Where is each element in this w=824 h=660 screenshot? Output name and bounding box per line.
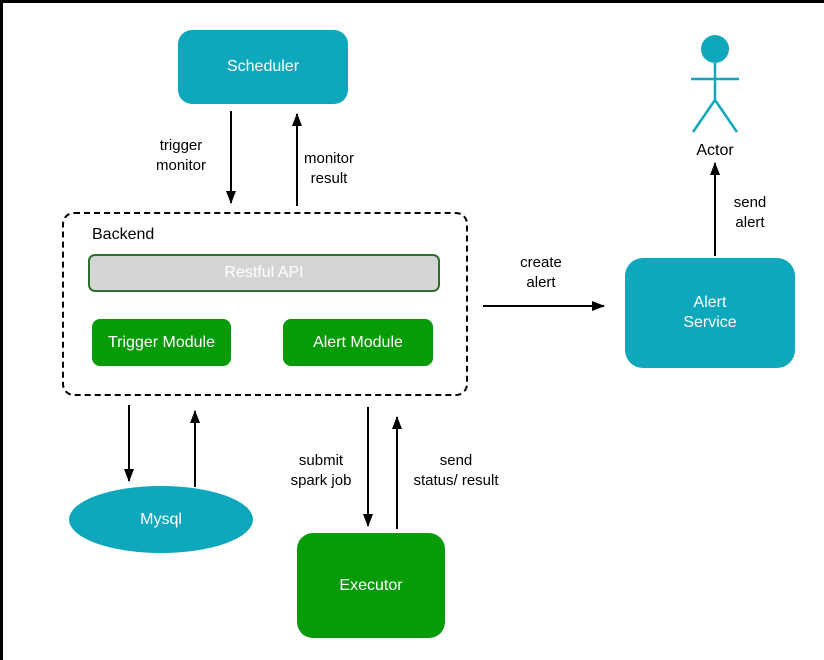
edge-label-trigger-monitor: trigger monitor (155, 137, 207, 175)
edge-label-submit-spark-job: submit spark job (290, 452, 352, 490)
edge-label-send-alert: send alert (733, 194, 767, 232)
backend-label: Backend (92, 226, 155, 243)
alert-service-node: Alert Service (625, 258, 795, 368)
edge-label-create-alert: create alert (520, 254, 562, 292)
scheduler-label: Scheduler (226, 58, 300, 75)
actor-icon (691, 35, 739, 133)
scheduler-node: Scheduler (178, 30, 348, 104)
mysql-label: Mysql (140, 510, 182, 528)
alert-service-label: Alert Service (683, 294, 737, 331)
edge-label-monitor-result: monitor result (303, 150, 355, 188)
restful-api-label: Restful API (224, 264, 304, 281)
alert-module-node: Alert Module (283, 319, 433, 366)
trigger-module-node: Trigger Module (92, 319, 231, 366)
executor-node: Executor (297, 533, 445, 638)
backend-container: Backend (62, 212, 468, 396)
trigger-module-label: Trigger Module (107, 333, 215, 351)
alert-module-label: Alert Module (313, 333, 403, 351)
executor-label: Executor (339, 576, 403, 594)
mysql-node: Mysql (69, 486, 253, 553)
actor-label: Actor (696, 142, 734, 159)
restful-api-node: Restful API (88, 254, 440, 292)
edge-label-send-status-result: send status/ result (413, 452, 499, 490)
